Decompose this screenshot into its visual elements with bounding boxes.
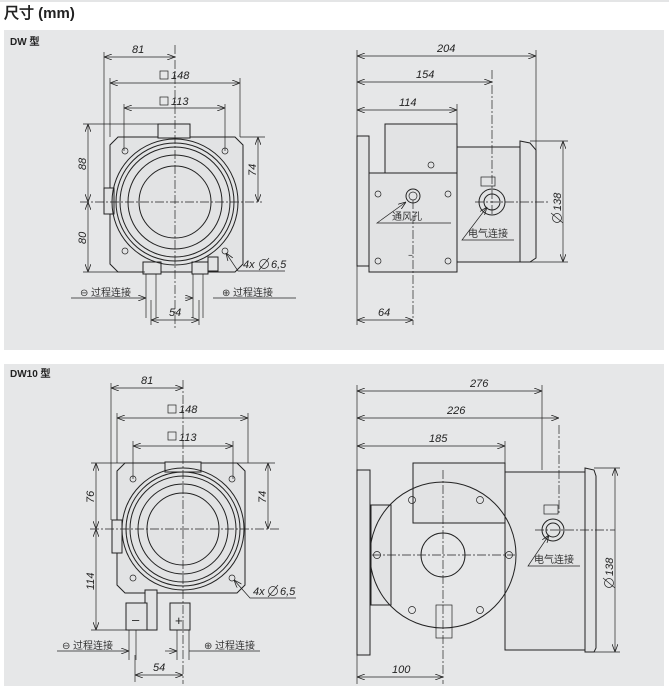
top-divider <box>0 0 669 2</box>
diameter-icon <box>552 213 562 223</box>
hole-diameter: 6,5 <box>280 586 296 598</box>
panel-dw: DW 型 81 <box>4 30 664 350</box>
dim-185: 185 <box>429 433 448 445</box>
dim-148: 148 <box>171 70 190 82</box>
dim-81: 81 <box>141 375 153 387</box>
mounting-hole-icon <box>129 475 236 582</box>
process-connection-positive: 过程连接 <box>215 639 255 652</box>
dim-74: 74 <box>257 491 269 503</box>
vent-hole-label: 通风孔 <box>392 211 422 223</box>
dim-148: 148 <box>179 404 198 416</box>
page-title: 尺寸 (mm) <box>4 5 75 22</box>
square-icon <box>159 96 169 106</box>
dim-88: 88 <box>77 157 89 170</box>
dim-54: 54 <box>153 662 165 674</box>
front-view: 81 148 113 88 80 74 4x 6,5 ⊖ <box>71 44 296 328</box>
dim-226: 226 <box>446 405 466 417</box>
dim-74: 74 <box>247 164 259 176</box>
screw-icon <box>374 190 452 265</box>
plus-circle-icon: ⊕ <box>222 288 230 299</box>
dim-276: 276 <box>469 378 489 390</box>
model-label: DW 型 <box>10 35 39 48</box>
square-icon <box>167 404 177 414</box>
dim-81: 81 <box>132 44 144 56</box>
electrical-connection-label: 电气连接 <box>534 553 574 566</box>
dim-138: 138 <box>552 192 564 211</box>
panel-dw10: DW10 型 – + 81 <box>4 364 664 686</box>
mounting-hole-icon <box>121 147 229 255</box>
dim-204: 204 <box>436 43 455 55</box>
minus-mark: – <box>408 250 413 261</box>
dim-100: 100 <box>392 664 411 676</box>
process-connection-negative: 过程连接 <box>73 639 113 652</box>
process-connection-negative: 过程连接 <box>91 286 131 299</box>
panel-background <box>4 30 664 350</box>
screw-icon <box>427 161 435 169</box>
hole-diameter: 6,5 <box>271 259 287 271</box>
dim-80: 80 <box>77 231 89 244</box>
dim-76: 76 <box>85 490 97 503</box>
side-view: 通风孔 电气连接 – 204 154 114 138 64 <box>356 43 568 325</box>
dim-113: 113 <box>171 96 189 108</box>
square-icon <box>159 70 169 80</box>
dim-54: 54 <box>169 307 181 319</box>
diameter-icon <box>604 578 614 588</box>
electrical-connection-label: 电气连接 <box>468 227 508 240</box>
diameter-icon <box>268 586 278 596</box>
hole-count: 4x <box>253 586 265 598</box>
dim-64: 64 <box>378 307 390 319</box>
plus-mark: + <box>175 613 183 628</box>
plus-circle-icon: ⊕ <box>204 641 212 652</box>
diameter-icon <box>259 259 269 269</box>
front-view: – + 81 148 113 <box>57 375 296 684</box>
dim-154: 154 <box>416 69 434 81</box>
minus-circle-icon: ⊖ <box>62 641 70 652</box>
minus-mark: – <box>132 612 140 627</box>
square-icon <box>167 431 177 441</box>
dim-113: 113 <box>179 432 197 444</box>
dim-138: 138 <box>604 557 616 576</box>
minus-circle-icon: ⊖ <box>80 288 88 299</box>
process-connection-positive: 过程连接 <box>233 286 273 299</box>
screw-icon <box>373 496 513 614</box>
dim-114: 114 <box>85 572 97 590</box>
model-label: DW10 型 <box>10 367 51 380</box>
hole-count: 4x <box>243 259 255 271</box>
dim-114: 114 <box>399 97 417 109</box>
side-view: 电气连接 276 226 185 138 100 <box>356 378 620 684</box>
